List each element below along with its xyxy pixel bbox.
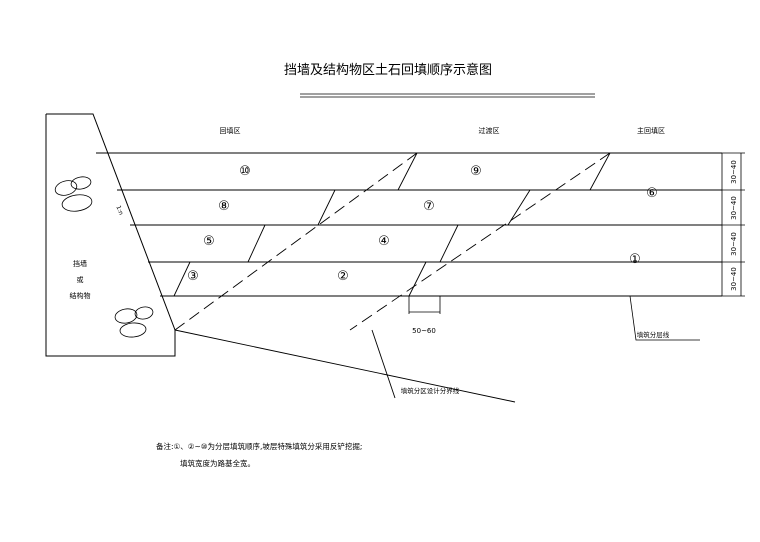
- fill-layer-callout-leader: [629, 295, 700, 341]
- fill-layer-callout-label: 填筑分层线: [637, 330, 670, 339]
- wall-label-line2: 或: [77, 275, 84, 284]
- note-line-2: 填筑宽度为路基全宽。: [180, 459, 255, 468]
- layer-numbers: ⑩ ⑨ ⑧ ⑦ ⑥ ⑤ ④ ③ ② ①: [187, 164, 658, 284]
- zone-boundary-dashed: [174, 152, 611, 331]
- retaining-wall-outline: [45, 113, 176, 357]
- thickness-dimension: [718, 152, 745, 297]
- step-width-label: 50~60: [412, 327, 436, 335]
- note-line-1: 备注:①、②~⑩为分层填筑顺序,坡层特殊填筑分采用反铲挖掘;: [156, 442, 363, 451]
- step-width-marker: [408, 296, 441, 314]
- step-lines: [173, 152, 611, 297]
- layer-number-6: ⑥: [646, 186, 658, 201]
- layer-number-3: ③: [187, 269, 199, 284]
- thickness-label-3: 30~40: [730, 232, 738, 256]
- layer-number-7: ⑦: [423, 199, 435, 214]
- layer-number-9: ⑨: [470, 164, 482, 179]
- wall-label-line1: 挡墙: [73, 259, 87, 268]
- zone-label-main: 主回填区: [637, 126, 665, 135]
- diagram-title: 挡墙及结构物区土石回填顺序示意图: [284, 62, 492, 78]
- layer-number-4: ④: [378, 234, 390, 249]
- slope-ratio-label: 1:n: [114, 205, 124, 217]
- layer-number-1: ①: [629, 252, 641, 267]
- layer-number-2: ②: [337, 269, 349, 284]
- thickness-label-4: 30~40: [730, 267, 738, 291]
- stone-cluster-lower: [114, 306, 154, 338]
- zone-boundary-callout-label: 填筑分区设计分界线: [401, 386, 460, 395]
- layer-number-5: ⑤: [203, 234, 215, 249]
- zone-label-transition: 过渡区: [479, 126, 500, 135]
- thickness-label-2: 30~40: [730, 196, 738, 220]
- stone-cluster-upper: [54, 176, 93, 212]
- layer-lines: [96, 152, 722, 297]
- thickness-label-1: 30~40: [730, 160, 738, 184]
- layer-number-8: ⑧: [218, 199, 230, 214]
- zone-label-backfill: 回填区: [220, 126, 241, 135]
- layer-number-10: ⑩: [239, 164, 251, 179]
- wall-label-line3: 结构物: [70, 291, 91, 300]
- thickness-labels: 30~40 30~40 30~40 30~40: [730, 160, 738, 291]
- lower-slope-lines: [174, 329, 516, 403]
